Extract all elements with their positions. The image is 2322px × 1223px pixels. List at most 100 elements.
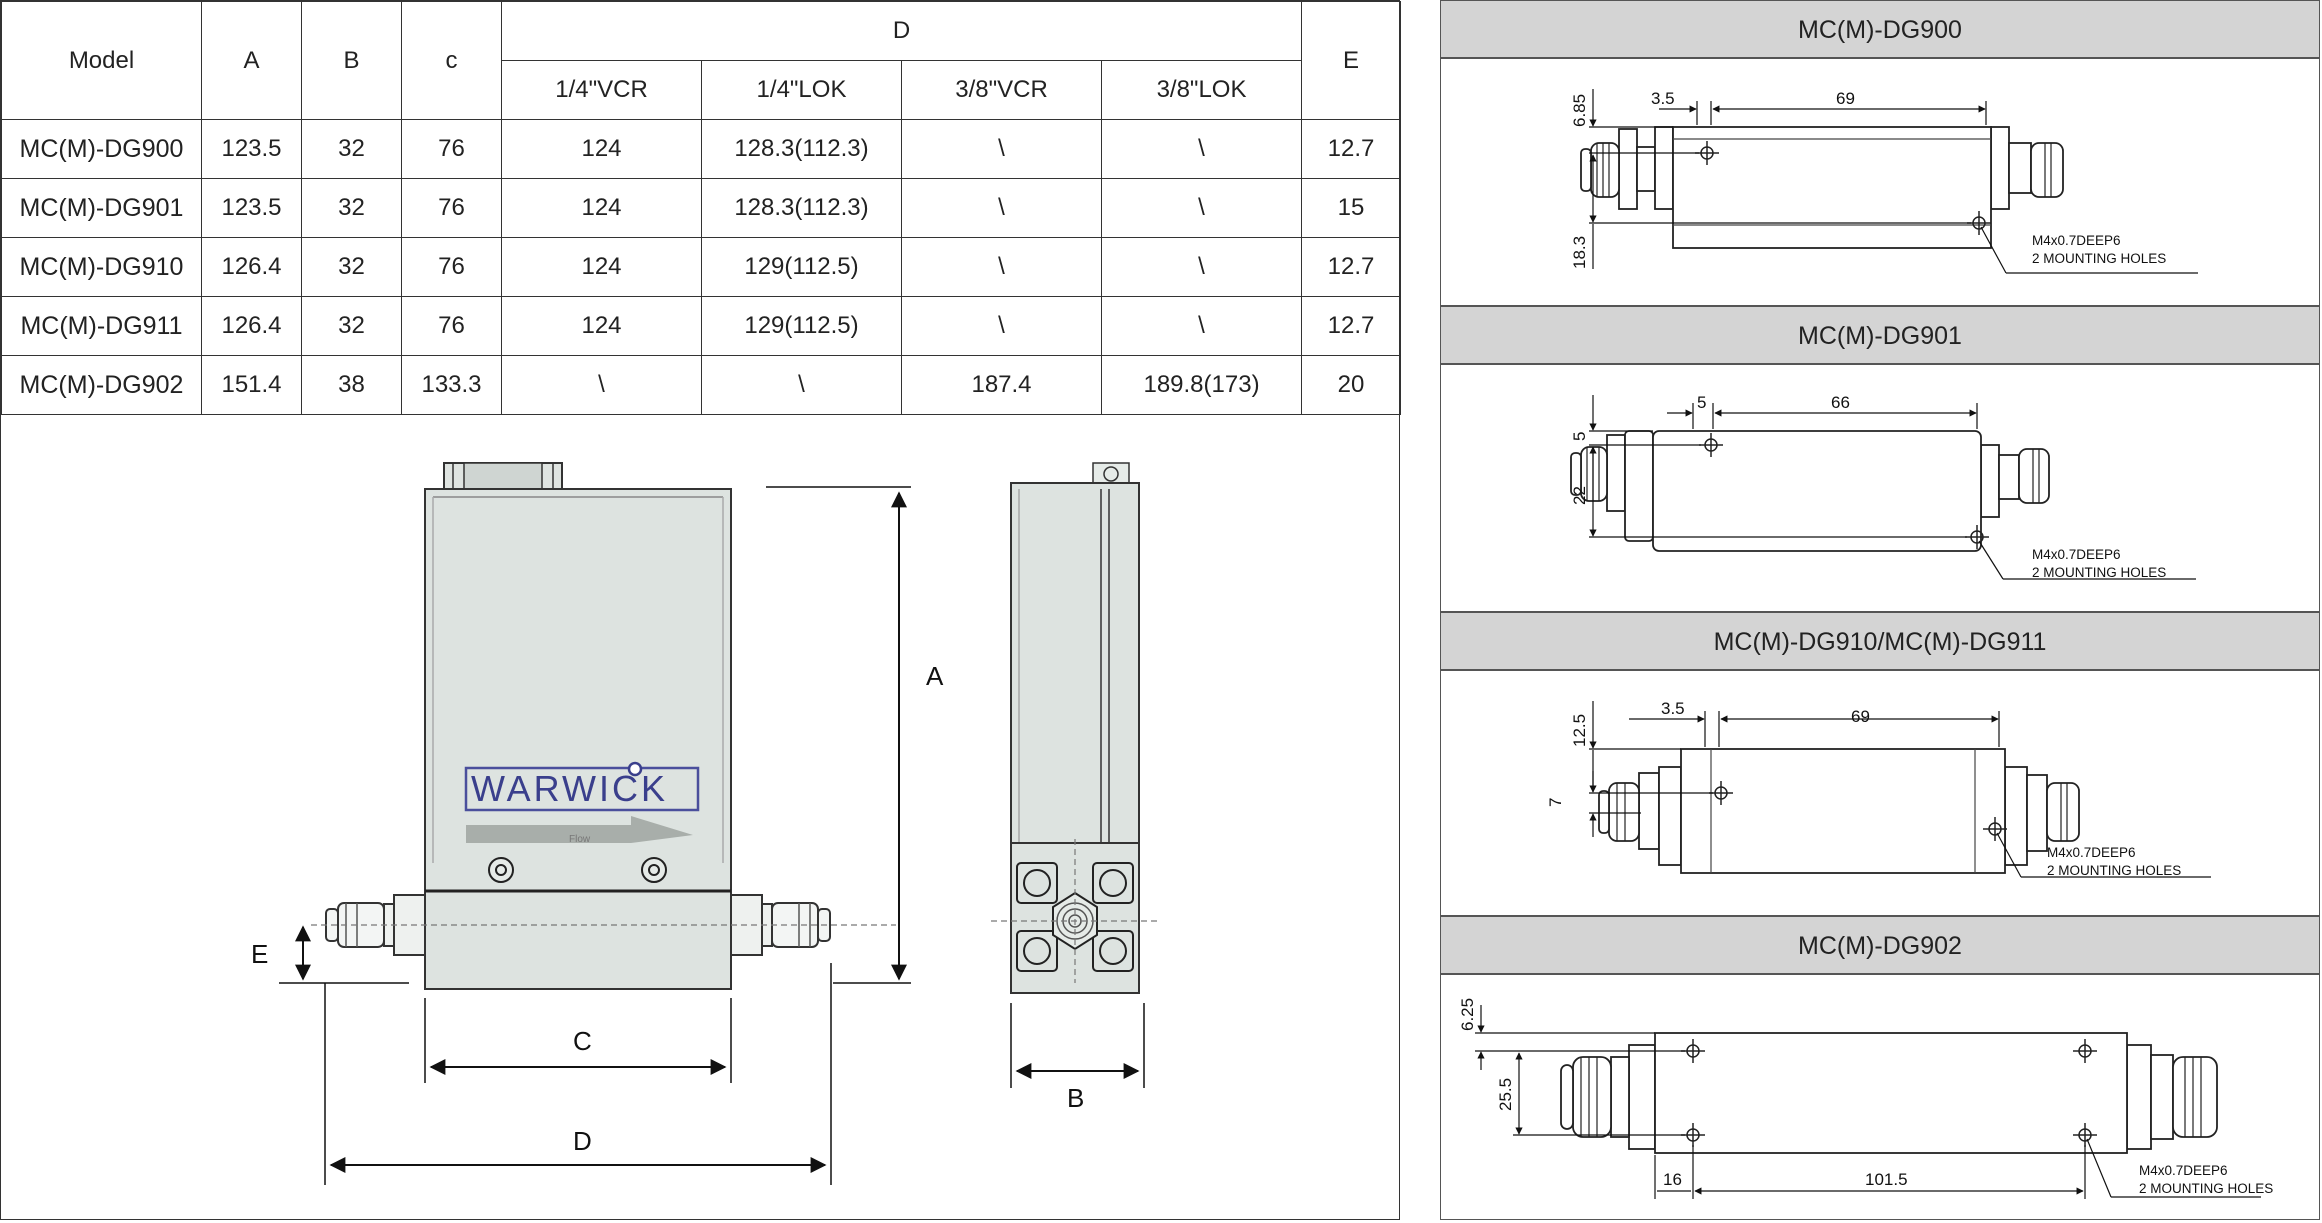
cell-e: 20	[1301, 355, 1402, 415]
dim-length: 69	[1836, 89, 1855, 108]
cell-d4: \	[1100, 296, 1303, 356]
cell-d3: \	[901, 119, 1102, 179]
dim-a: A	[766, 486, 944, 984]
header-d-sub: 1/4"VCR	[501, 60, 702, 120]
dim-left-top: 6.85	[1570, 94, 1589, 127]
left-fitting	[325, 894, 426, 956]
cell-c: 76	[401, 178, 502, 238]
cell-b: 32	[301, 237, 402, 297]
cell-model: MC(M)-DG900	[1, 119, 202, 179]
dim-length: 69	[1851, 707, 1870, 726]
cell-d2: \	[701, 355, 902, 415]
cell-b: 32	[301, 178, 402, 238]
cell-d4: \	[1100, 178, 1303, 238]
dg910-drawing: 3.5 69 12.5 7 M4x0.7DEEP6 2 MOUNTING HOL…	[1546, 699, 2211, 878]
cell-a: 151.4	[201, 355, 302, 415]
cell-d4: 189.8(173)	[1100, 355, 1303, 415]
note-holes: 2 MOUNTING HOLES	[2032, 251, 2166, 266]
section-title: MC(M)-DG901	[1440, 306, 2320, 364]
note-holes: 2 MOUNTING HOLES	[2139, 1181, 2273, 1196]
dim-e: E	[251, 925, 409, 984]
cell-d3: \	[901, 296, 1102, 356]
cell-b: 38	[301, 355, 402, 415]
cell-a: 126.4	[201, 296, 302, 356]
cell-a: 126.4	[201, 237, 302, 297]
cell-a: 123.5	[201, 178, 302, 238]
cell-d2: 128.3(112.3)	[701, 119, 902, 179]
dg901-drawing: 5 66 5 22 M4x0.7DEEP6 2 MOUNTING HOLES	[1570, 393, 2196, 580]
dim-left-bot: 18.3	[1570, 236, 1589, 269]
right-panel: MC(M)-DG900	[1440, 0, 2320, 1220]
dim-b-label: B	[1067, 1083, 1084, 1113]
dim-left-top: 5	[1570, 432, 1589, 441]
header-c: c	[401, 1, 502, 120]
left-panel: Model A B c D E 1/4"VCR 1/4"LOK 3/8"VCR …	[0, 0, 1402, 1220]
section-title: MC(M)-DG900	[1440, 0, 2320, 58]
section-title: MC(M)-DG902	[1440, 916, 2320, 974]
header-e: E	[1301, 1, 1402, 120]
header-d-sub: 3/8"VCR	[901, 60, 1102, 120]
table-row: MC(M)-DG901 123.5 32 76 124 128.3(112.3)…	[1, 178, 1402, 238]
cell-d3: \	[901, 237, 1102, 297]
cell-c: 76	[401, 237, 502, 297]
dim-offset: 3.5	[1661, 699, 1685, 718]
section-dg910: 3.5 69 12.5 7 M4x0.7DEEP6 2 MOUNTING HOL…	[1440, 670, 2320, 916]
section-dg900: 3.5 69 6.85 18.3 M4x0.7DEEP6 2 MOUNTING …	[1440, 58, 2320, 306]
cell-d2: 129(112.5)	[701, 296, 902, 356]
header-model: Model	[1, 1, 202, 120]
dim-d: D	[324, 963, 832, 1185]
cell-c: 133.3	[401, 355, 502, 415]
cell-e: 12.7	[1301, 296, 1402, 356]
top-connector	[443, 462, 563, 490]
cell-d4: \	[1100, 237, 1303, 297]
front-body: WARWICK Flow	[424, 488, 732, 990]
dim-bot-offset: 16	[1663, 1170, 1682, 1189]
device-drawing: WARWICK Flow	[251, 462, 1159, 1185]
note-holes: 2 MOUNTING HOLES	[2032, 565, 2166, 580]
cell-d1: 124	[501, 296, 702, 356]
cell-a: 123.5	[201, 119, 302, 179]
dim-left-top: 12.5	[1570, 714, 1589, 747]
cell-c: 76	[401, 119, 502, 179]
cell-d2: 129(112.5)	[701, 237, 902, 297]
dg900-drawing: 3.5 69 6.85 18.3 M4x0.7DEEP6 2 MOUNTING …	[1570, 89, 2198, 274]
spec-table: Model A B c D E 1/4"VCR 1/4"LOK 3/8"VCR …	[1, 1, 1402, 415]
cell-e: 12.7	[1301, 237, 1402, 297]
cell-d1: 124	[501, 178, 702, 238]
cell-b: 32	[301, 296, 402, 356]
note-thread: M4x0.7DEEP6	[2032, 547, 2121, 562]
cell-d4: \	[1100, 119, 1303, 179]
table-row: MC(M)-DG900 123.5 32 76 124 128.3(112.3)…	[1, 119, 1402, 179]
dg902-drawing: 6.25 25.5 16 101.5 M4x0.7DEEP6 2 MOUNTIN…	[1458, 998, 2273, 1199]
table-row: MC(M)-DG910 126.4 32 76 124 129(112.5) \…	[1, 237, 1402, 297]
dim-c: C	[424, 998, 732, 1083]
dim-c-label: C	[573, 1026, 592, 1056]
cell-model: MC(M)-DG901	[1, 178, 202, 238]
dim-offset: 3.5	[1651, 89, 1675, 108]
side-view: B	[991, 462, 1159, 1113]
note-thread: M4x0.7DEEP6	[2139, 1163, 2228, 1178]
dim-a-label: A	[926, 661, 944, 691]
dim-left-bot: 25.5	[1496, 1078, 1515, 1111]
section-dg902: 6.25 25.5 16 101.5 M4x0.7DEEP6 2 MOUNTIN…	[1440, 974, 2320, 1220]
header-a: A	[201, 1, 302, 120]
cell-model: MC(M)-DG911	[1, 296, 202, 356]
dim-length: 66	[1831, 393, 1850, 412]
cell-e: 15	[1301, 178, 1402, 238]
dim-e-label: E	[251, 939, 268, 969]
dim-bot-length: 101.5	[1865, 1170, 1908, 1189]
note-thread: M4x0.7DEEP6	[2032, 233, 2121, 248]
cell-b: 32	[301, 119, 402, 179]
cell-d1: 124	[501, 237, 702, 297]
cell-d3: \	[901, 178, 1102, 238]
dim-left-bot: 22	[1570, 486, 1589, 505]
dim-offset: 5	[1697, 393, 1706, 412]
cell-e: 12.7	[1301, 119, 1402, 179]
cell-model: MC(M)-DG902	[1, 355, 202, 415]
cell-d2: 128.3(112.3)	[701, 178, 902, 238]
header-d-sub: 1/4"LOK	[701, 60, 902, 120]
dim-left-top: 6.25	[1458, 998, 1477, 1031]
section-dg901: 5 66 5 22 M4x0.7DEEP6 2 MOUNTING HOLES	[1440, 364, 2320, 612]
cell-d1: 124	[501, 119, 702, 179]
cell-d1: \	[501, 355, 702, 415]
